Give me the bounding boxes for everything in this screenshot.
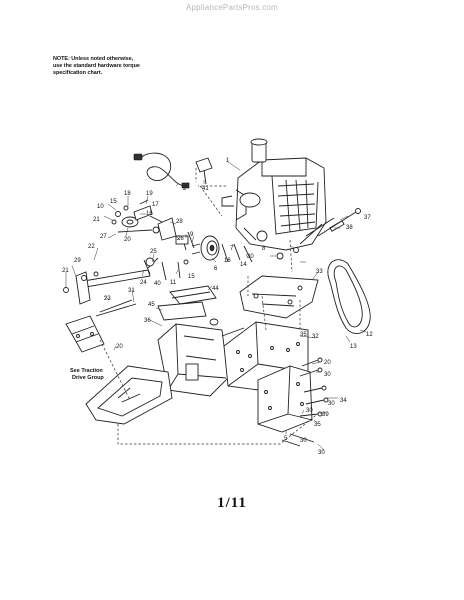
drive-shaft[interactable]	[317, 208, 361, 237]
primer-bulb[interactable]	[195, 157, 213, 185]
note-line: specification chart.	[53, 70, 103, 76]
callout-label: 17	[152, 202, 159, 208]
callout-label: 38	[346, 225, 353, 231]
callout-label: 5	[284, 436, 288, 442]
callout-label: 6	[214, 266, 218, 272]
callout-label: 40	[154, 281, 161, 287]
callout-label: 21	[62, 268, 69, 274]
callout-label: 1	[226, 158, 230, 164]
callout-label: 16	[146, 211, 153, 217]
callout-label: 20	[324, 360, 331, 366]
callout-label: 31	[128, 288, 135, 294]
callout-label: 15	[188, 274, 195, 280]
callout-label: 30	[328, 401, 335, 407]
foam-pad[interactable]	[157, 301, 219, 326]
note-line: NOTE: Unless noted otherwise,	[53, 56, 134, 62]
callout-label: 28	[176, 219, 183, 225]
note-line: use the standard hardware torque	[53, 63, 140, 69]
callout-label: 25	[150, 249, 157, 255]
see-traction-line: See Traction	[70, 368, 103, 374]
callout-label: 7	[230, 246, 234, 252]
see-traction-line: Drive Group	[72, 375, 104, 381]
callout-label: 14	[240, 262, 247, 268]
callout-label: 27	[100, 234, 107, 240]
callout-label: 33	[316, 269, 323, 275]
callout-label: 30	[318, 450, 325, 456]
callout-label: 35	[300, 332, 307, 338]
page-number: 1/11	[217, 495, 247, 511]
mounting-plate[interactable]	[239, 275, 319, 319]
engine-pulley[interactable]	[191, 235, 220, 261]
callout-label: 12	[366, 332, 373, 338]
callout-label: 10	[97, 204, 104, 210]
callout-label: 26	[177, 236, 184, 242]
callout-label: 30	[324, 372, 331, 378]
torque-note: NOTE: Unless noted otherwise, use the st…	[53, 56, 183, 77]
callout-label: 20	[124, 237, 131, 243]
callout-label: 39	[322, 412, 329, 418]
electric-starter-cord[interactable]	[133, 152, 190, 189]
callout-label: 35	[314, 422, 321, 428]
callout-label: 9	[190, 232, 194, 238]
callout-label: 8	[262, 246, 266, 252]
assembly-outline	[99, 168, 321, 445]
see-traction-label: See Traction Drive Group	[70, 368, 104, 381]
drive-belts[interactable]	[327, 259, 371, 334]
part-callouts: 1 2 41 18 19 15 17 10 16 21 20 28 27 9 2…	[62, 158, 373, 456]
shift-rod-assembly[interactable]	[63, 257, 159, 317]
callout-label: 30	[300, 438, 307, 444]
callout-label: 19	[146, 191, 153, 197]
lower-frame[interactable]	[257, 365, 313, 433]
callout-label: 30	[306, 408, 313, 414]
belt-cover[interactable]	[169, 285, 217, 305]
callout-label: 32	[312, 334, 319, 340]
callout-label: 34	[340, 398, 347, 404]
callout-label: 45	[148, 302, 155, 308]
site-watermark: AppliancePartsPros.com	[186, 3, 278, 12]
idler-rod[interactable]	[117, 226, 160, 234]
callout-label: 36	[144, 318, 151, 324]
callout-label: 13	[350, 344, 357, 350]
callout-label: 21	[93, 217, 100, 223]
callout-label: 18	[124, 191, 131, 197]
callout-label: 16	[224, 258, 231, 264]
callout-label: 23	[104, 296, 111, 302]
callout-label: 20	[116, 344, 123, 350]
frame-housing[interactable]	[157, 323, 245, 397]
engine-assembly[interactable]	[221, 138, 327, 251]
callout-label: 30	[247, 254, 254, 260]
callout-label: 44	[212, 286, 219, 292]
leader-lines	[65, 161, 367, 451]
callout-label: 15	[110, 199, 117, 205]
idler-bracket-assembly[interactable]	[111, 199, 163, 228]
callout-label: 22	[88, 244, 95, 250]
callout-label: 41	[202, 186, 209, 192]
callout-label: 37	[364, 215, 371, 221]
callout-label: 24	[140, 280, 147, 286]
callout-label: 11	[170, 280, 177, 286]
bottom-pan[interactable]	[85, 365, 173, 425]
side-bracket[interactable]	[65, 315, 105, 353]
callout-label: 2	[183, 186, 187, 192]
linkage-hardware[interactable]	[143, 259, 189, 281]
callout-label: 29	[74, 258, 81, 264]
